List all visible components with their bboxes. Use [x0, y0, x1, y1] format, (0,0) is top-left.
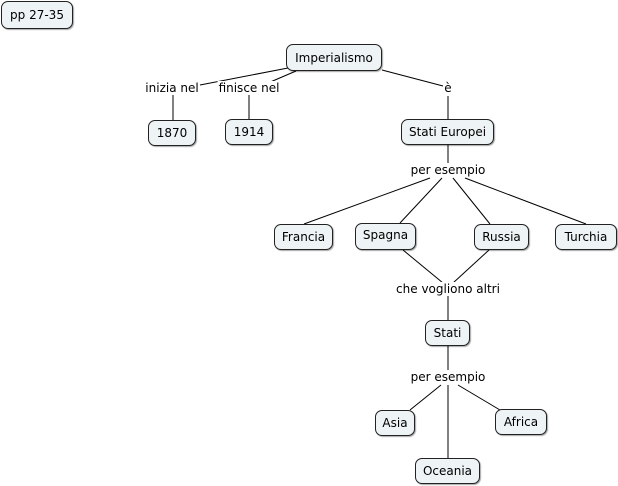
link-russia-chevogliono	[452, 249, 490, 284]
concept-pp-27-35[interactable]: pp 27-35	[1, 1, 73, 29]
link-peresempio-francia	[303, 177, 431, 225]
concept-russia[interactable]: Russia	[474, 224, 529, 250]
link-label-finisce-nel: finisce nel	[217, 81, 281, 95]
concept-africa[interactable]: Africa	[495, 409, 547, 435]
concept-francia[interactable]: Francia	[274, 224, 333, 250]
concept-oceania[interactable]: Oceania	[415, 458, 480, 484]
link-label-per-esempio-2: per esempio	[409, 370, 487, 384]
concept-spagna[interactable]: Spagna	[355, 223, 416, 250]
link-imperialismo-e	[381, 69, 444, 87]
link-label-e: è	[443, 81, 453, 95]
link-peresempio-russia	[452, 177, 491, 225]
concept-stati-europei[interactable]: Stati Europei	[401, 119, 494, 145]
concept-1914[interactable]: 1914	[225, 119, 273, 145]
link-peresempio-africa	[457, 384, 501, 411]
link-label-per-esempio-1: per esempio	[409, 163, 487, 177]
link-label-che-vogliono-altri: che vogliono altri	[395, 282, 501, 296]
concept-stati[interactable]: Stati	[425, 320, 470, 346]
link-peresempio-turchia	[464, 177, 587, 225]
link-peresempio-asia	[409, 384, 442, 411]
concept-imperialismo[interactable]: Imperialismo	[286, 44, 382, 71]
link-spagna-chevogliono	[402, 249, 444, 284]
concept-turchia[interactable]: Turchia	[555, 224, 617, 250]
link-peresempio-spagna	[399, 177, 443, 224]
link-imperialismo-inizia	[199, 67, 289, 86]
concept-1870[interactable]: 1870	[148, 120, 196, 146]
concept-asia[interactable]: Asia	[375, 410, 415, 436]
link-label-inizia-nel: inizia nel	[144, 81, 200, 95]
